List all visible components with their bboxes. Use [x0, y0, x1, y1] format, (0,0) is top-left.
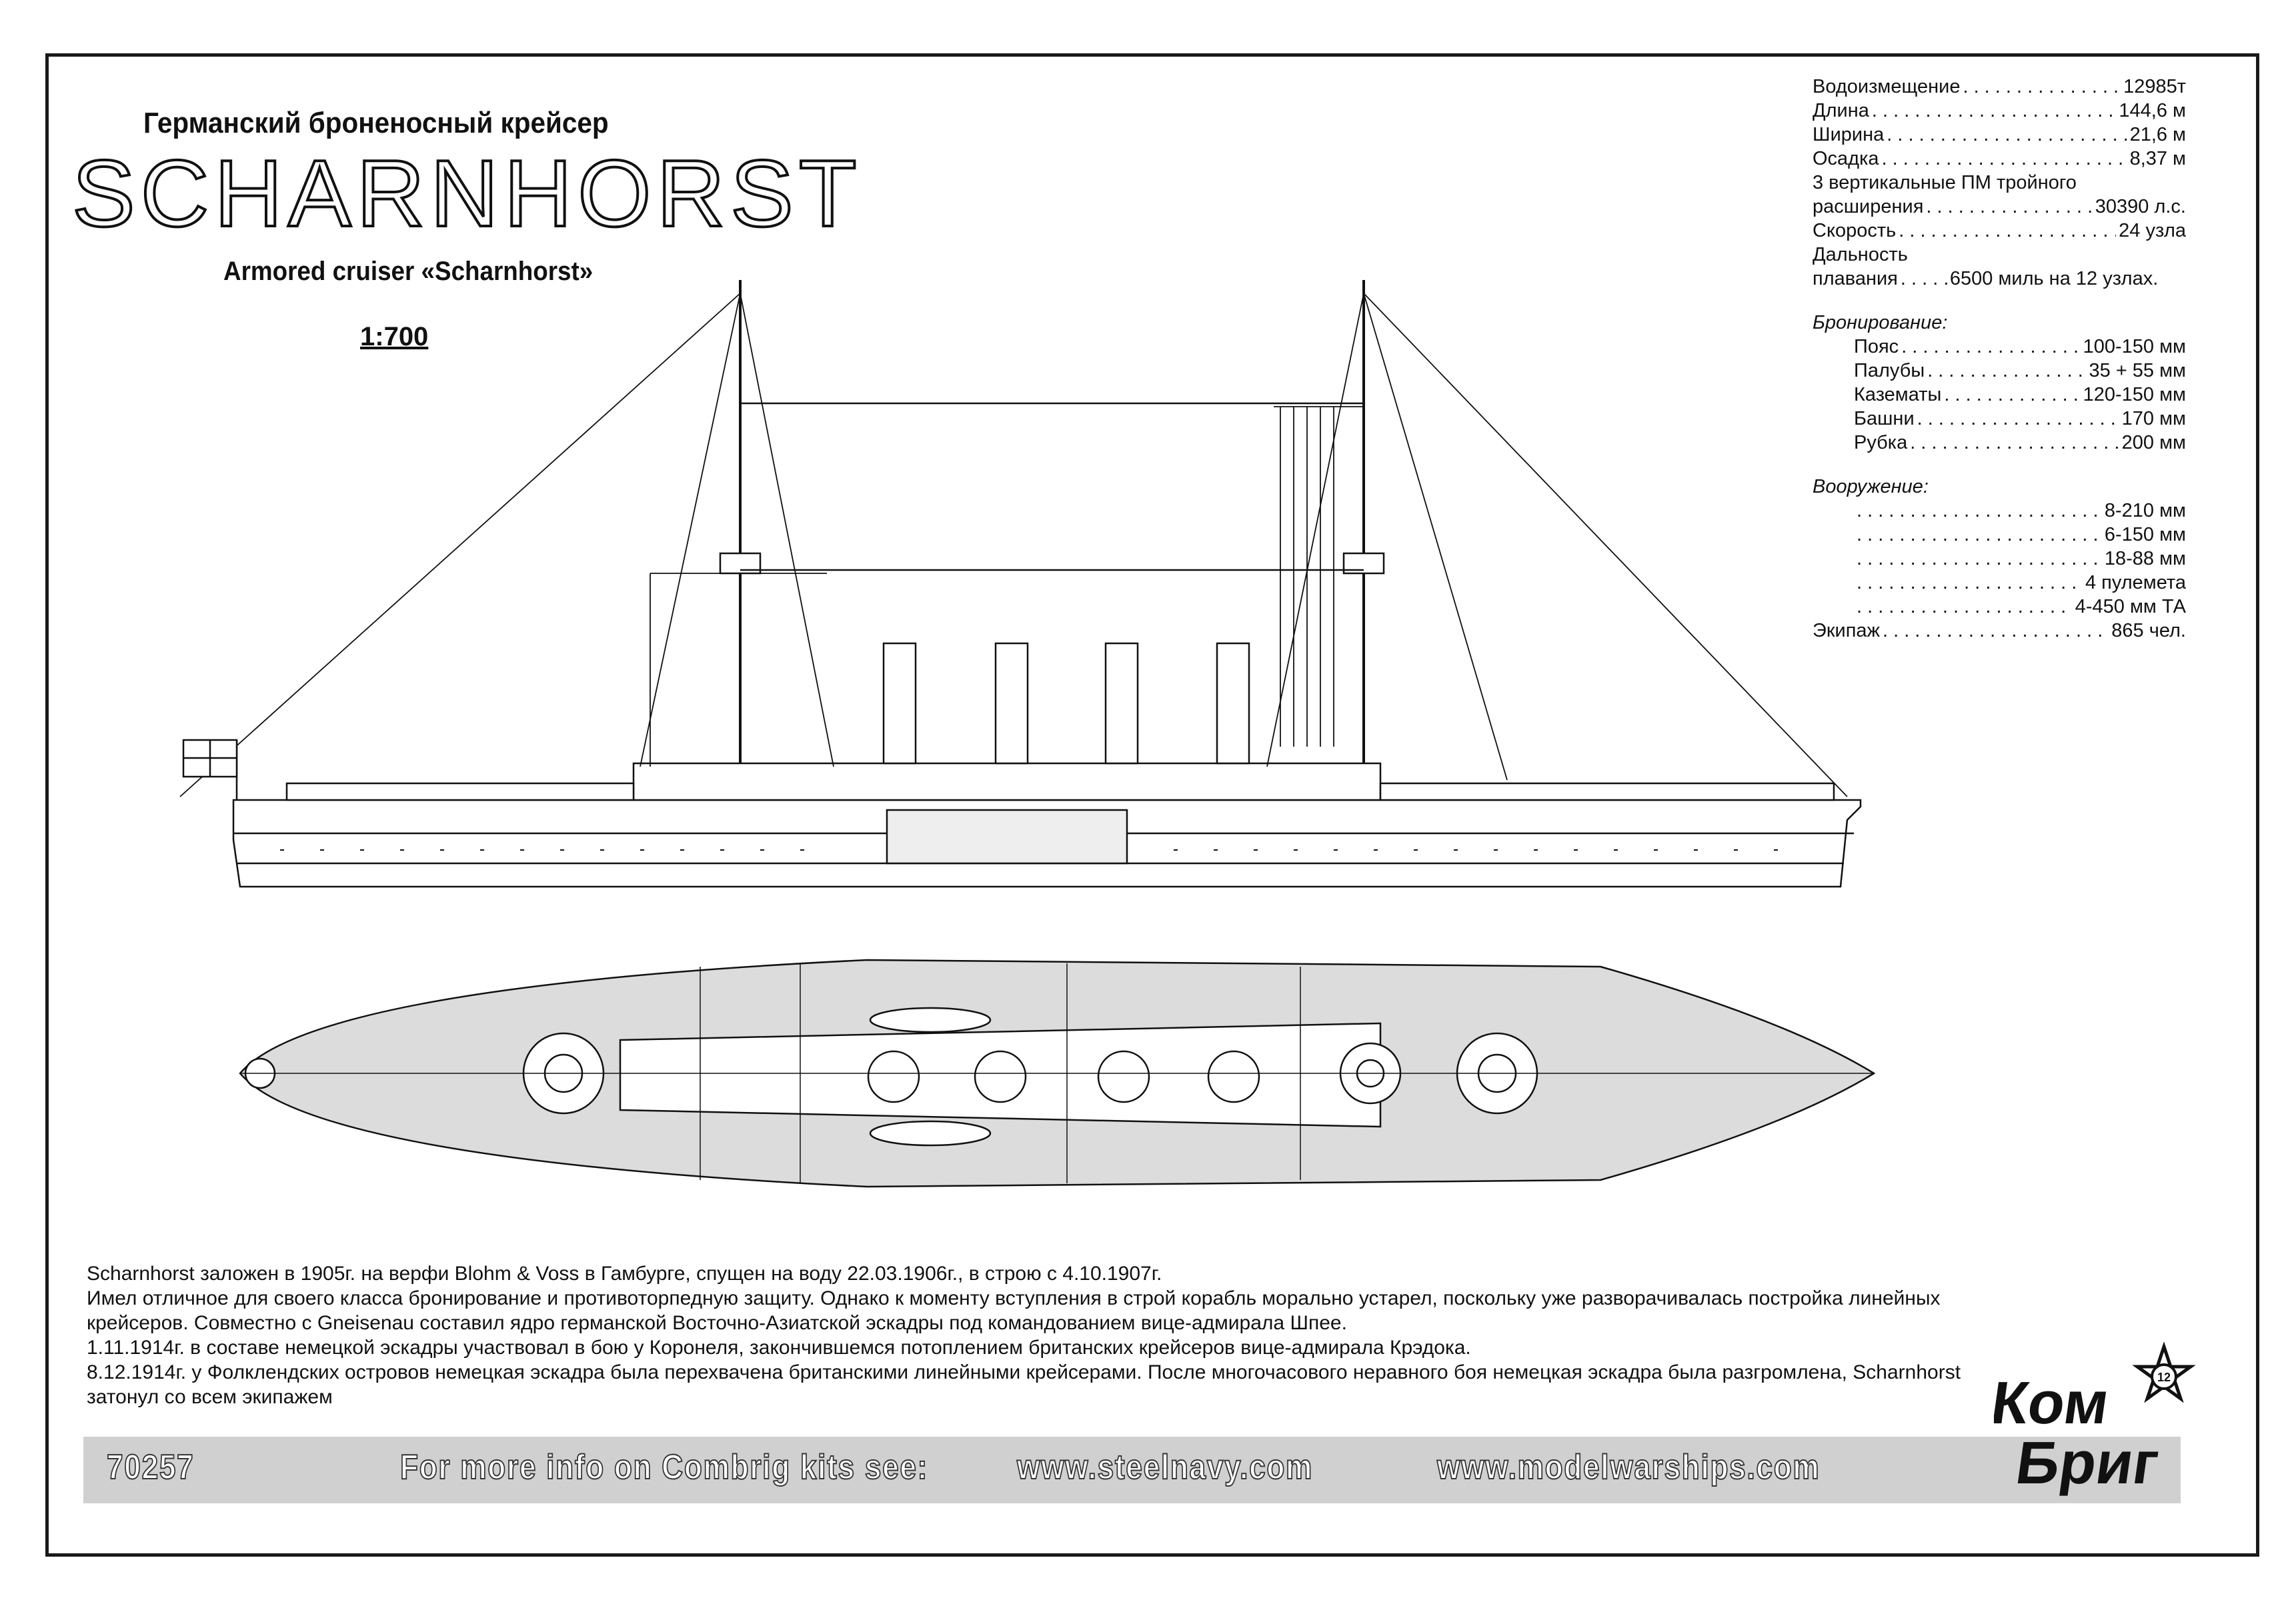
spec-row: Палубы35 + 55 мм [1813, 359, 2186, 383]
info-banner: 70257 For more info on Combrig kits see:… [83, 1437, 2181, 1503]
spec-row: 4 пулемета [1813, 571, 2186, 595]
side-profile-drawing [179, 280, 1862, 888]
spec-row: Водоизмещение12985т [1813, 75, 2186, 99]
spec-row: Длина144,6 м [1813, 99, 2186, 123]
spec-row: Башни170 мм [1813, 407, 2186, 431]
armament-header: Вооружение: [1813, 476, 1929, 497]
spec-row: Осадка8,37 м [1813, 147, 2186, 171]
spec-text-line: 3 вертикальные ПМ тройного [1813, 172, 2077, 193]
history-paragraph: 1.11.1914г. в составе немецкой эскадры у… [87, 1337, 1471, 1359]
specifications-block: Водоизмещение12985т Длина144,6 м Ширина2… [1813, 75, 2186, 643]
history-paragraph: 8.12.1914г. у Фолклендских островов неме… [87, 1361, 1961, 1408]
spec-row: Рубка200 мм [1813, 431, 2186, 455]
scale-label: 1:700 [360, 322, 429, 351]
armor-header: Бронирование: [1813, 312, 1948, 333]
spec-row: Скорость24 узла [1813, 219, 2186, 243]
history-paragraph: Имел отличное для своего класса брониров… [87, 1287, 1941, 1334]
top-view-drawing [239, 959, 1876, 1188]
logo-text-line1: Ком [1994, 1369, 2113, 1437]
history-paragraph: Scharnhorst заложен в 1905г. на верфи Bl… [87, 1263, 1162, 1285]
info-text: For more info on Combrig kits see: [399, 1447, 929, 1487]
spec-row: 6-150 мм [1813, 523, 2186, 547]
combrig-logo: 12 Ком Бриг [1994, 1341, 2196, 1497]
logo-text-line2: Бриг [2012, 1429, 2163, 1497]
history-text: Scharnhorst заложен в 1905г. на верфи Bl… [87, 1261, 2021, 1409]
spec-row: 4-450 мм ТА [1813, 595, 2186, 619]
logo-badge-number: 12 [2157, 1371, 2171, 1384]
page-frame [45, 53, 2259, 1557]
spec-row: Казематы120-150 мм [1813, 383, 2186, 407]
kit-code: 70257 [106, 1447, 195, 1487]
spec-row: 8-210 мм [1813, 499, 2186, 523]
ship-title: SCHARNHORST [71, 141, 862, 247]
spec-text-line: Дальность [1813, 244, 1908, 265]
spec-row: Ширина21,6 м [1813, 123, 2186, 147]
url-modelwarships[interactable]: www.modelwarships.com [1436, 1447, 1821, 1487]
url-steelnavy[interactable]: www.steelnavy.com [1016, 1447, 1314, 1487]
spec-row: Пояс100-150 мм [1813, 335, 2186, 359]
spec-row: Экипаж865 чел. [1813, 619, 2186, 643]
spec-row: расширения30390 л.с. [1813, 195, 2186, 219]
subtitle-english: Armored cruiser «Scharnhorst» [223, 257, 594, 286]
subtitle-russian: Германский броненосный крейсер [143, 107, 609, 139]
spec-row: 18-88 мм [1813, 547, 2186, 571]
spec-row: плавания6500 миль на 12 узлах. [1813, 267, 2186, 291]
